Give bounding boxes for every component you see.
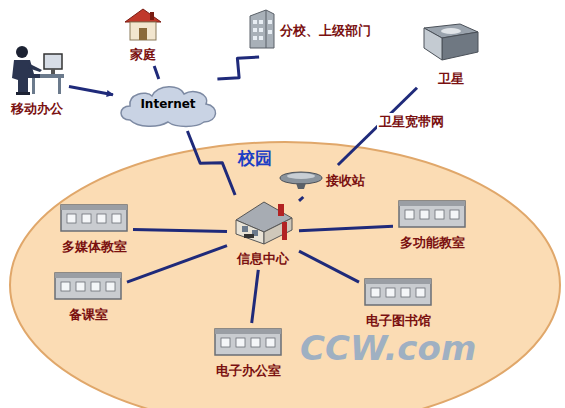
site-icon: 卫星 bbox=[420, 22, 482, 87]
site-icon: 家庭 bbox=[122, 6, 164, 63]
node-label: 家庭 bbox=[130, 48, 156, 63]
node-label: Internet bbox=[140, 98, 195, 112]
node-label: 校园 bbox=[238, 149, 272, 169]
icon-center bbox=[230, 198, 296, 250]
site-icon: 信息中心 bbox=[230, 198, 296, 267]
icon-room bbox=[52, 270, 124, 306]
site-icon: 备课室 bbox=[52, 270, 124, 323]
internet-cloud: Internet bbox=[116, 82, 220, 128]
node-label: 信息中心 bbox=[237, 252, 289, 267]
site-icon: 多功能教室 bbox=[396, 198, 468, 251]
node-label: 移动办公 bbox=[11, 102, 63, 117]
site-icon: 分校、上级部门 bbox=[246, 8, 371, 54]
icon-dish bbox=[278, 168, 324, 194]
campus-region: 校园接收站信息中心 多媒体教室 多功能教室备课室 电子图书馆电子办公室 bbox=[8, 140, 562, 408]
icon-room bbox=[212, 326, 284, 362]
icon-room bbox=[58, 202, 130, 238]
site-icon: 电子办公室 bbox=[212, 326, 284, 379]
node-label: 卫星 bbox=[438, 72, 464, 87]
network-link bbox=[217, 57, 259, 79]
icon-room bbox=[362, 276, 434, 312]
icon-tower bbox=[246, 8, 278, 54]
link-label: 卫星宽带网 bbox=[377, 113, 446, 131]
site-icon: 接收站 bbox=[278, 168, 365, 194]
node-label: 电子办公室 bbox=[216, 364, 281, 379]
node-label: 多媒体教室 bbox=[62, 240, 127, 255]
node-label: 电子图书馆 bbox=[366, 314, 431, 329]
icon-sat bbox=[420, 22, 482, 70]
node-label: 接收站 bbox=[326, 174, 365, 189]
site-icon: 多媒体教室 bbox=[58, 202, 130, 255]
network-link bbox=[69, 87, 113, 95]
icon-room bbox=[396, 198, 468, 234]
site-icon: 移动办公 bbox=[8, 44, 66, 117]
watermark: CCW.com bbox=[300, 328, 476, 368]
icon-person bbox=[8, 44, 66, 100]
site-icon: 电子图书馆 bbox=[362, 276, 434, 329]
network-link bbox=[154, 66, 159, 79]
node-label: 备课室 bbox=[69, 308, 108, 323]
icon-house bbox=[122, 6, 164, 46]
node-label: 多功能教室 bbox=[400, 236, 465, 251]
node-label: 分校、上级部门 bbox=[280, 24, 371, 39]
